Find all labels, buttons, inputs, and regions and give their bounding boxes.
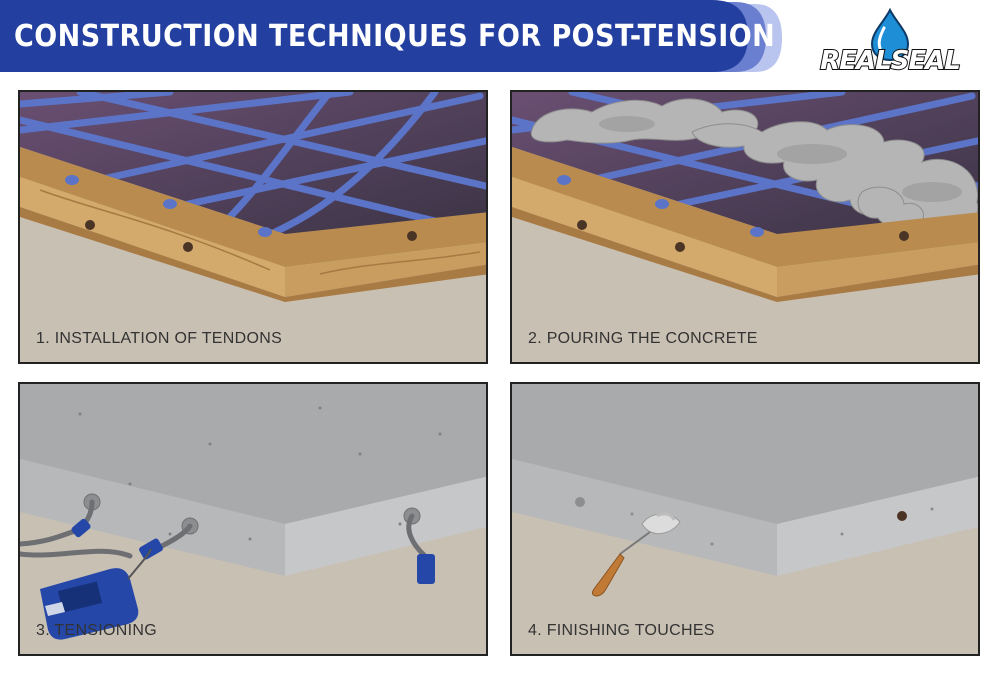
concrete-slab [512, 384, 978, 576]
step-label-1: 1. INSTALLATION OF TENDONS [36, 330, 283, 347]
trowel-icon [591, 512, 681, 597]
tendon-ends [65, 175, 272, 237]
step-panel-installation: 1. INSTALLATION OF TENDONS [18, 90, 488, 364]
tendon-ends [557, 175, 764, 237]
banner-shape [0, 0, 782, 72]
header-banner: CONSTRUCTION TECHNIQUES FOR POST-TENSION… [0, 0, 1000, 78]
logo-wordmark: REALSEAL [819, 45, 962, 77]
jack-hose [127, 548, 152, 580]
tendon-installation-illustration [20, 92, 486, 362]
finishing-illustration [512, 384, 978, 654]
formwork-holes [85, 220, 417, 252]
step-panel-finishing: 4. FINISHING TOUCHES [510, 382, 980, 656]
tensioning-illustration [20, 384, 486, 654]
wood-formwork [512, 147, 978, 302]
water-drop-icon [870, 7, 910, 62]
concrete-pouring-illustration [512, 92, 978, 362]
step-label-3: 3. TENSIONING [36, 622, 157, 639]
concrete-shading [599, 116, 962, 202]
step-panel-pouring: 2. POURING THE CONCRETE [510, 90, 980, 364]
step-label-4: 4. FINISHING TOUCHES [528, 622, 715, 639]
wood-formwork [20, 147, 486, 302]
tendons [20, 92, 486, 236]
patched-holes [575, 497, 907, 521]
formwork-holes [577, 220, 909, 252]
step-panel-tensioning: 3. TENSIONING [18, 382, 488, 656]
realseal-logo: REALSEAL [800, 6, 980, 77]
page-title: CONSTRUCTION TECHNIQUES FOR POST-TENSION… [14, 19, 865, 54]
step-label-2: 2. POURING THE CONCRETE [528, 330, 758, 347]
concrete-slab [20, 384, 486, 576]
